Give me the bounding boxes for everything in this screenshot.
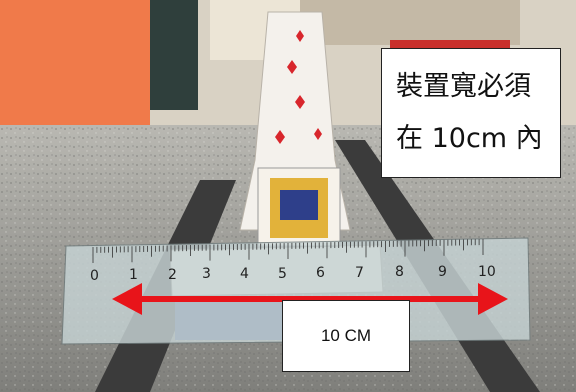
orange-shirt (0, 0, 150, 125)
dark-cloth (150, 0, 198, 110)
ruler-number: 0 (90, 268, 99, 284)
ruler-ticks (92, 239, 484, 263)
ruler-number: 8 (395, 264, 404, 280)
ruler-number: 5 (278, 266, 287, 282)
ruler-numbers: 0 1 2 3 4 5 6 7 8 9 10 (90, 264, 496, 284)
ruler-number: 10 (478, 264, 496, 280)
ruler-number: 4 (240, 266, 249, 282)
note-line-2: 在 10cm 內 (396, 123, 543, 154)
arrowhead-left (112, 283, 142, 315)
red-double-arrow (112, 283, 508, 315)
shelf (300, 0, 520, 45)
note-line-1: 裝置寬必須 (396, 71, 531, 102)
ruler-number: 9 (438, 264, 447, 280)
measurement-label: 10 CM (282, 300, 410, 372)
arrowhead-right (478, 283, 508, 315)
ruler-number: 2 (168, 267, 177, 283)
width-requirement-note: 裝置寬必須 在 10cm 內 (381, 48, 561, 178)
face-card-robe (280, 190, 318, 220)
ruler-number: 3 (202, 266, 211, 282)
ruler-number: 1 (129, 267, 138, 283)
ruler (61, 237, 531, 345)
card-pips (275, 30, 322, 144)
ruler-number: 7 (355, 265, 364, 281)
ruler-number: 6 (316, 265, 325, 281)
